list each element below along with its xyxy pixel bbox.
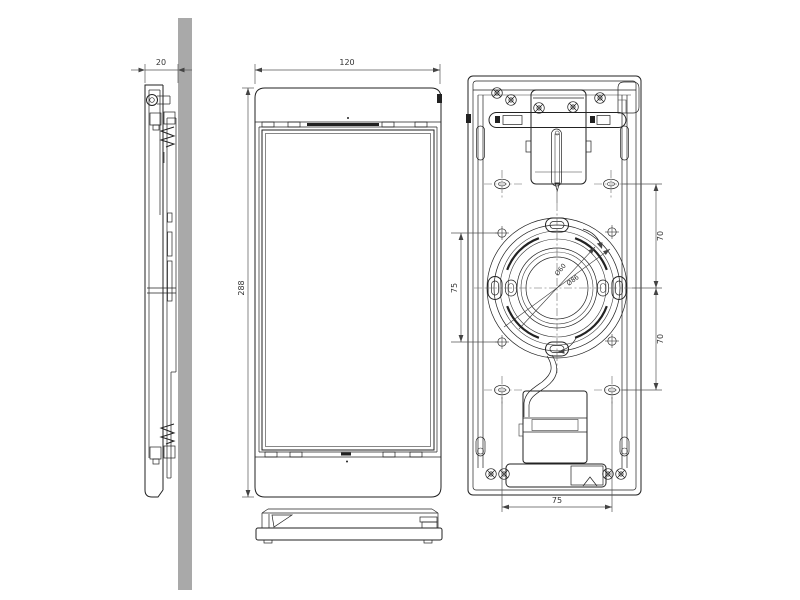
side-bottom-hooks: [149, 445, 176, 465]
back-view: Ø60 Ø86 75: [450, 75, 665, 512]
back-center-plate: [530, 89, 587, 185]
dimension-height: 288: [237, 87, 254, 498]
screw-mark: [498, 468, 510, 480]
screw-mark: [485, 468, 497, 480]
side-spring-top: [159, 126, 176, 148]
screw-mark: [567, 101, 579, 113]
back-connector-box: [485, 390, 627, 488]
dimension-offset-lower-label: 70: [656, 334, 665, 344]
side-top-hooks: [149, 111, 176, 131]
screw-mark: [615, 468, 627, 480]
dimension-height-label: 288: [237, 280, 246, 295]
dimension-offsets: 70 70: [622, 183, 665, 391]
dimension-width-label: 120: [339, 58, 354, 67]
side-spring-bottom: [159, 423, 176, 445]
outer-diameter-label: Ø86: [565, 273, 581, 287]
front-base-top-view: [255, 508, 443, 544]
dimension-depth: 20: [131, 58, 192, 83]
wall-strip: [178, 18, 192, 590]
pattern-hole: [604, 224, 620, 240]
back-pin-slot: [551, 128, 562, 187]
front-screen-bezel: [261, 129, 435, 451]
circular-rotation-mount: Ø60 Ø86: [474, 203, 640, 373]
dimension-hole-span-label: 75: [552, 496, 562, 505]
front-enclosure-outline: [254, 87, 442, 498]
inner-diameter-label: Ø60: [553, 262, 568, 277]
dimension-hole-span: 75: [501, 397, 613, 512]
back-top-bracket: [488, 87, 627, 203]
back-cable: [523, 354, 558, 417]
dimension-width: 120: [254, 58, 441, 84]
dimension-plate-span-label: 75: [450, 283, 459, 293]
screw-mark: [533, 102, 545, 114]
screw-mark: [491, 87, 503, 99]
side-slots: [167, 212, 173, 302]
back-top-hook: [617, 81, 640, 114]
front-screen-area: [265, 133, 431, 447]
dimension-depth-label: 20: [156, 58, 166, 67]
dimension-offset-upper-label: 70: [656, 231, 665, 241]
side-profile-outline: [144, 84, 177, 498]
back-wall-holes: [484, 170, 628, 404]
pattern-hole: [604, 333, 620, 349]
screw-mark: [594, 92, 606, 104]
screw-mark: [505, 94, 517, 106]
side-screw-mark: [146, 94, 171, 106]
front-view: 120 288: [237, 58, 443, 544]
dimension-plate-span: 75: [450, 232, 499, 343]
side-view: 20: [131, 58, 192, 498]
